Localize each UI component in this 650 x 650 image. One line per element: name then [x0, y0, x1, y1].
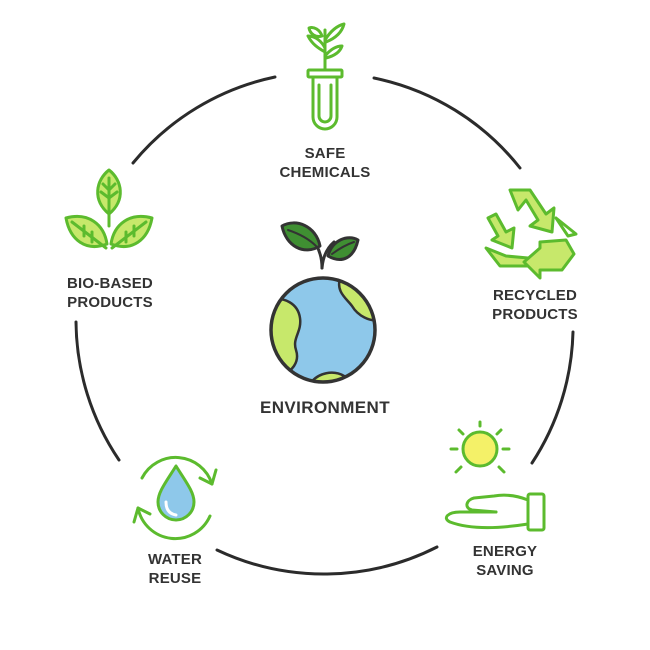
ring-arc-right	[530, 330, 575, 465]
label-bio-based-products: BIO-BASED PRODUCTS	[45, 274, 175, 312]
label-water-reuse: WATER REUSE	[120, 550, 230, 588]
label-safe-chemicals: SAFE CHEMICALS	[255, 144, 395, 182]
earth-icon	[269, 221, 377, 384]
label-line: SAFE	[304, 145, 346, 162]
label-line: ENERGY	[472, 543, 538, 560]
label-recycled-products: RECYCLED PRODUCTS	[470, 286, 600, 324]
label-line: RECYCLED	[492, 287, 578, 304]
ring	[74, 75, 575, 576]
label-energy-saving: ENERGY SAVING	[450, 542, 560, 580]
label-line: REUSE	[148, 570, 202, 587]
center-label: ENVIRONMENT	[259, 398, 391, 417]
label-line: PRODUCTS	[67, 294, 153, 311]
label-line: SAVING	[476, 562, 534, 579]
ring-arc-left	[74, 320, 121, 462]
sprout-leaf-right-icon	[326, 236, 360, 261]
test-tube-plant-icon	[306, 22, 346, 131]
sun-hand-icon	[444, 420, 546, 532]
label-line: PRODUCTS	[492, 306, 578, 323]
hand-icon	[444, 492, 546, 532]
leaves-icon	[64, 168, 154, 250]
ring-arc-top-left	[131, 75, 277, 165]
recycle-icon	[484, 188, 578, 280]
label-line: WATER	[147, 551, 203, 568]
ring-arc-bottom	[215, 545, 439, 576]
sun-icon	[461, 430, 499, 468]
water-drop-cycle-icon	[132, 455, 218, 541]
label-line: CHEMICALS	[279, 164, 371, 181]
ring-arc-top-right	[372, 76, 522, 170]
label-line: BIO-BASED	[67, 275, 153, 292]
